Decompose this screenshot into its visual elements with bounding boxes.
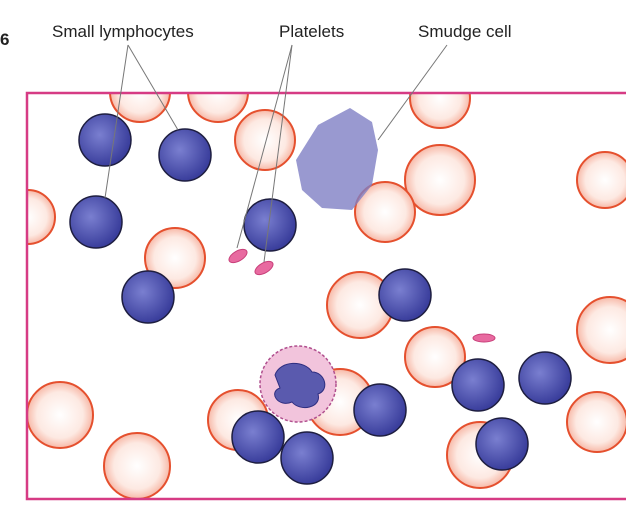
platelet xyxy=(228,248,248,264)
smudge-cell xyxy=(296,108,378,210)
small-lymphocyte xyxy=(231,410,285,464)
leader-line-platelet xyxy=(263,44,293,263)
red-blood-cell xyxy=(27,381,94,449)
red-blood-cell xyxy=(187,93,249,123)
red-blood-cell xyxy=(354,181,416,243)
platelet xyxy=(472,333,496,343)
small-lymphocyte xyxy=(69,195,123,249)
small-lymphocyte xyxy=(158,128,212,182)
red-blood-cell xyxy=(103,432,171,499)
small-lymphocyte xyxy=(518,351,572,405)
small-lymphocyte xyxy=(451,358,505,412)
small-lymphocyte xyxy=(353,383,407,437)
platelet xyxy=(254,260,274,276)
red-blood-cell xyxy=(566,391,626,453)
red-blood-cell xyxy=(109,93,171,123)
red-blood-cell xyxy=(144,227,206,289)
small-lymphocyte xyxy=(475,417,529,471)
red-blood-cell xyxy=(576,296,626,364)
leader-lines xyxy=(104,44,448,263)
leader-line-smudge xyxy=(377,44,448,141)
leader-line-lymphocyte xyxy=(104,44,129,199)
red-blood-cell xyxy=(234,109,296,171)
red-blood-cell xyxy=(576,151,626,209)
red-blood-cell xyxy=(404,144,476,216)
figure-number: 6 xyxy=(0,30,10,49)
neutrophil-nucleus xyxy=(274,362,326,409)
leader-line-lymphocyte xyxy=(127,44,179,131)
label-platelets: Platelets xyxy=(279,22,345,41)
label-small-lymphocytes: Small lymphocytes xyxy=(52,22,194,41)
small-lymphocyte xyxy=(378,268,432,322)
small-lymphocyte xyxy=(243,198,297,252)
leader-line-platelet xyxy=(236,44,293,249)
small-lymphocyte xyxy=(280,431,334,485)
smear-frame xyxy=(25,91,626,501)
label-smudge-cell: Smudge cell xyxy=(418,22,512,41)
small-lymphocyte xyxy=(121,270,175,324)
small-lymphocyte xyxy=(78,113,132,167)
red-blood-cell xyxy=(409,93,471,129)
red-blood-cell xyxy=(404,326,466,388)
